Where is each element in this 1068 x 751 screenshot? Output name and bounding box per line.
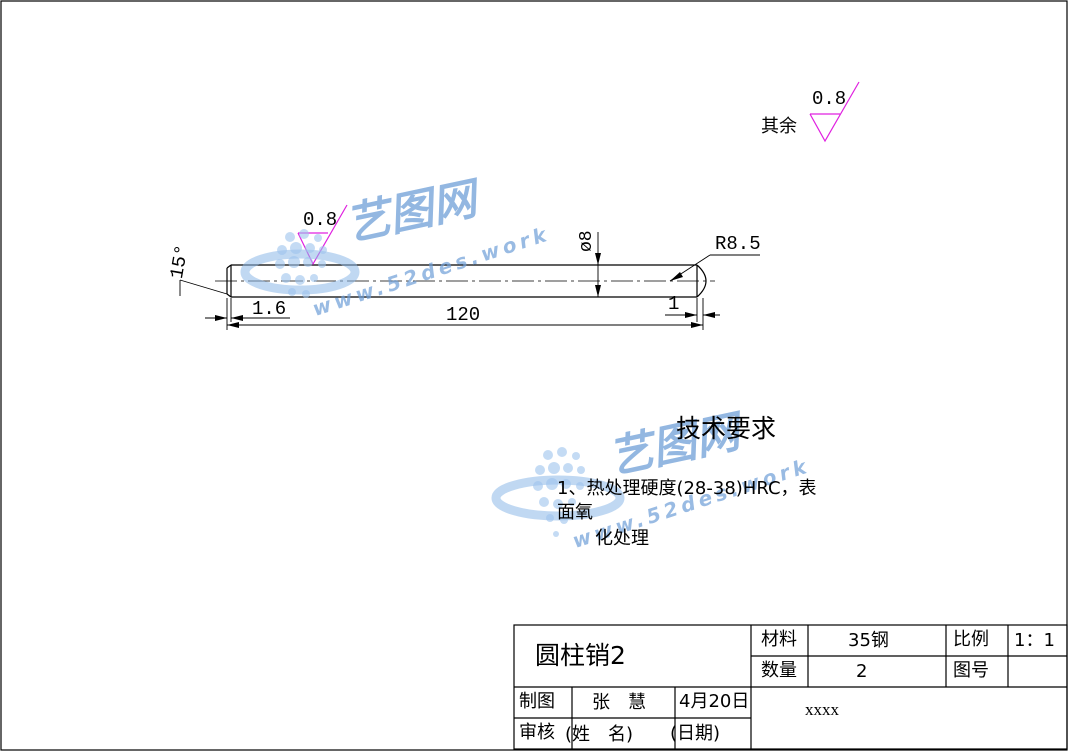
dim-chamfer-label: 1.6 <box>252 298 287 320</box>
reviewer-label: 审核 <box>519 722 555 743</box>
tech-req-line-1: 1、热处理硬度(28-38)HRC，表 <box>557 478 817 499</box>
drawer-date: 4月20日 <box>679 691 750 712</box>
dimension-arrows <box>215 253 715 328</box>
dim-end-label: 1 <box>668 293 680 315</box>
drawer-name: 张 慧 <box>592 692 646 713</box>
scale-value: 1：1 <box>1014 630 1055 651</box>
part-name: 圆柱销2 <box>535 641 626 670</box>
company-name: xxxx <box>805 700 839 719</box>
reviewer-name: (姓 名) <box>565 724 634 745</box>
dim-diameter-label: ø8 <box>577 230 597 252</box>
title-block-grid <box>513 624 1068 750</box>
reviewer-date: (日期) <box>670 723 721 744</box>
surface-note-value: 0.8 <box>812 88 847 110</box>
dim-length-label: 120 <box>446 304 481 326</box>
quantity-value: 2 <box>856 661 868 682</box>
drawer-label: 制图 <box>519 691 555 712</box>
dim-radius-label: R8.5 <box>715 233 761 255</box>
material-value: 35钢 <box>848 630 889 651</box>
surface-note-label: 其余 <box>761 116 797 137</box>
watermark-logo-2 <box>491 447 625 537</box>
quantity-label: 数量 <box>761 660 797 681</box>
dim-surface-finish-value: 0.8 <box>303 209 338 231</box>
watermark-logo-1 <box>240 229 360 298</box>
drawing-number-label: 图号 <box>953 660 989 681</box>
tech-req-title: 技术要求 <box>676 414 777 443</box>
tech-req-line-3: 化处理 <box>595 528 649 549</box>
scale-label: 比例 <box>953 629 989 650</box>
tech-req-line-2: 面氧 <box>557 502 593 523</box>
material-label: 材料 <box>761 629 797 650</box>
surface-finish-symbol-general <box>809 81 860 143</box>
